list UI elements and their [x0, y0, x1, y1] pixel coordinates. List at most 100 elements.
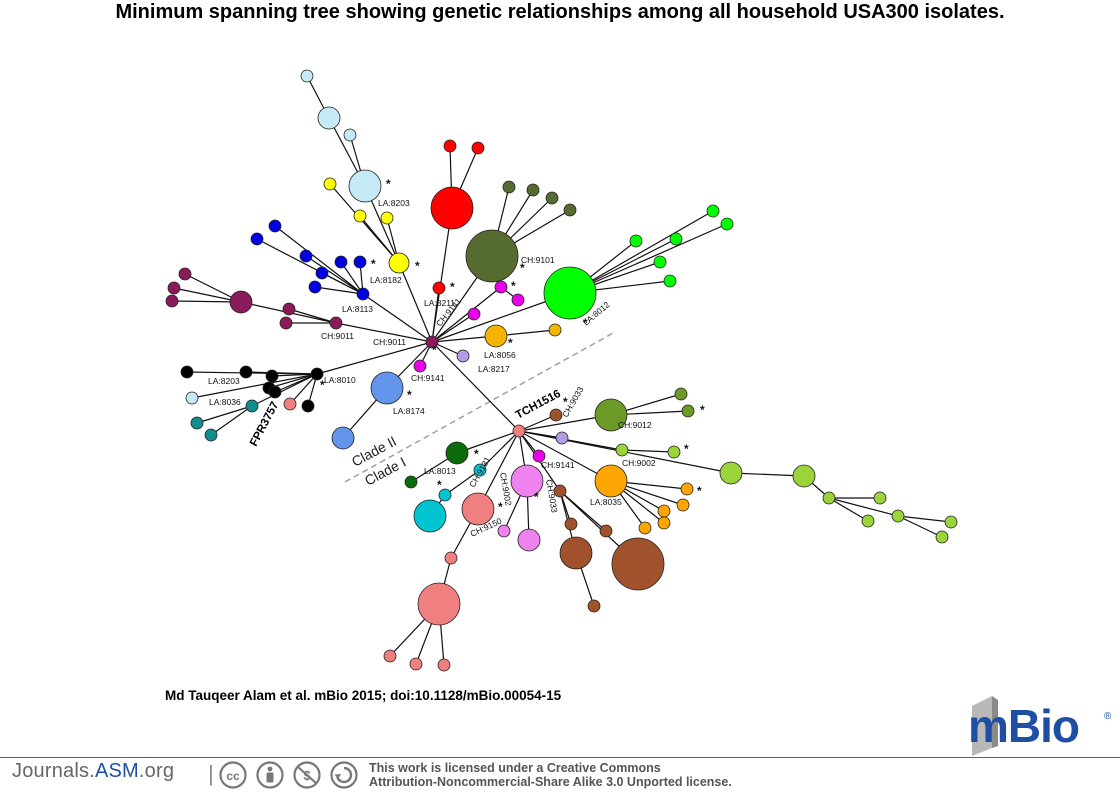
- tree-node-yg7: [861, 514, 875, 528]
- tree-node-am1: [594, 464, 628, 498]
- star-mark: *: [415, 259, 420, 273]
- node-label: LA:8035: [590, 497, 622, 507]
- tree-edges: [171, 75, 952, 666]
- tree-node-g1: [543, 266, 597, 320]
- tree-node-o4: [545, 191, 559, 205]
- tree-node-br6: [611, 537, 665, 591]
- tree-node-sm7: [437, 658, 451, 672]
- node-label: CH:9012: [618, 420, 652, 430]
- star-mark: *: [386, 177, 391, 191]
- star-mark: *: [474, 447, 479, 461]
- node-label: CH:9141: [541, 460, 575, 470]
- star-mark: *: [320, 378, 325, 392]
- node-label: CH:9101: [521, 255, 555, 265]
- tree-edge: [431, 286, 502, 343]
- license-text: This work is licensed under a Creative C…: [369, 761, 732, 789]
- tree-node-lb4: [348, 169, 382, 203]
- tree-node-lv2: [555, 431, 569, 445]
- cc-license-icons: cc $: [219, 761, 358, 789]
- tree-node-tch: [512, 424, 526, 438]
- tree-edge: [314, 286, 364, 295]
- star-mark: *: [697, 484, 702, 498]
- star-mark: *: [450, 280, 455, 294]
- tree-node-o1: [465, 229, 519, 283]
- tree-node-pg1: [594, 398, 628, 432]
- tree-node-vi2: [497, 524, 511, 538]
- tree-edge: [897, 515, 943, 538]
- slide-title: Minimum spanning tree showing genetic re…: [115, 1, 1005, 23]
- tree-node-dg2: [404, 475, 418, 489]
- nc-icon: $: [293, 761, 321, 789]
- license-line-1: This work is licensed under a Creative C…: [369, 761, 661, 775]
- node-label: CH:9141: [411, 373, 445, 383]
- tree-node-b4: [315, 266, 329, 280]
- star-mark: *: [700, 403, 705, 417]
- tree-edge: [268, 373, 318, 389]
- tree-node-or1: [484, 324, 508, 348]
- tree-node-cy1: [473, 463, 487, 477]
- tree-edge: [321, 272, 364, 295]
- tree-edge: [171, 300, 242, 303]
- star-mark: *: [563, 395, 568, 409]
- tree-node-am2: [680, 482, 694, 496]
- node-label: CH:9011: [373, 337, 406, 347]
- tree-edge: [245, 371, 318, 375]
- tree-node-yg10: [944, 515, 958, 529]
- node-label: LA:8013: [424, 466, 456, 476]
- star-mark: *: [371, 257, 376, 271]
- star-mark: *: [534, 490, 539, 504]
- tree-node-cf2: [331, 426, 355, 450]
- tree-node-m5: [532, 449, 546, 463]
- tree-edge: [518, 414, 557, 432]
- tree-node-g2: [629, 234, 643, 248]
- tree-node-y2: [353, 209, 367, 223]
- tree-node-m3: [467, 307, 481, 321]
- tree-node-am5: [657, 516, 671, 530]
- tree-edge: [173, 287, 242, 303]
- tree-node-am6: [638, 521, 652, 535]
- tree-node-bk3: [239, 365, 253, 379]
- citation: Md Tauqeer Alam et al. mBio 2015; doi:10…: [165, 688, 562, 703]
- tree-node-cy3: [413, 499, 447, 533]
- tree-node-lb3: [343, 128, 357, 142]
- tree-node-yg1: [615, 443, 629, 457]
- tree-node-lb5: [185, 391, 199, 405]
- star-mark: *: [520, 261, 525, 275]
- node-label: LA:8217: [478, 364, 510, 374]
- node-label: CH:9011: [321, 331, 354, 341]
- tree-edge: [274, 225, 364, 295]
- tree-node-br1: [549, 408, 563, 422]
- clade-divider: [344, 331, 616, 483]
- tree-nodes: [165, 69, 958, 672]
- cc-icon: cc: [219, 761, 247, 789]
- tree-node-yg9: [935, 530, 949, 544]
- star-mark: *: [437, 478, 442, 492]
- tree-node-br4: [599, 524, 613, 538]
- node-label: LA:8010: [324, 375, 356, 385]
- tree-node-vi1: [510, 464, 544, 498]
- node-label: LA:8182: [370, 275, 402, 285]
- tree-node-br3: [564, 517, 578, 531]
- star-mark: *: [508, 336, 513, 350]
- tree-node-o3: [526, 183, 540, 197]
- tree-node-br2: [553, 484, 567, 498]
- mbio-logo: mBio ®: [968, 696, 1112, 756]
- tree-edge: [828, 497, 899, 517]
- tree-node-mr4: [165, 294, 179, 308]
- node-label: CH:9131: [467, 455, 493, 489]
- license-line-2: Attribution-Noncommercial-Share Alike 3.…: [369, 775, 732, 789]
- tree-edge: [191, 373, 318, 399]
- tree-edge: [621, 449, 675, 453]
- tree-node-dg1: [445, 441, 469, 465]
- tree-node-g4: [706, 204, 720, 218]
- tree-node-y1: [323, 177, 337, 191]
- svg-text:cc: cc: [226, 769, 240, 783]
- tree-node-cf1: [370, 371, 404, 405]
- star-marks: *******************: [320, 177, 705, 514]
- tree-node-m1: [494, 280, 508, 294]
- tree-node-sm1: [283, 397, 297, 411]
- node-label: LA:8174: [393, 406, 425, 416]
- journals-asm-logo: Journals.ASM.org: [12, 760, 175, 782]
- tree-node-lv1: [456, 349, 470, 363]
